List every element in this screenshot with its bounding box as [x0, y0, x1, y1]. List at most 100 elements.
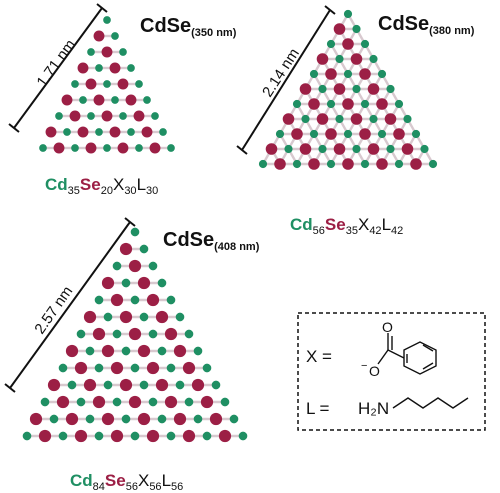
cd-atom [394, 159, 404, 169]
cd-atom [135, 144, 143, 152]
se-atom [342, 38, 354, 50]
se-atom [316, 113, 329, 125]
se-atom [92, 395, 106, 409]
se-atom [128, 259, 142, 273]
cd-atom [166, 431, 176, 441]
cluster-2-formula: Cd56Se35X42L42 [290, 215, 403, 237]
cluster-1-title-sub: (350 nm) [191, 27, 237, 39]
se-atom [137, 412, 151, 426]
cluster-2-title-sub: (380 nm) [429, 25, 475, 37]
cd-atom [130, 363, 140, 373]
se-atom [209, 412, 223, 426]
cd-atom [58, 363, 68, 373]
se-atom [101, 46, 113, 58]
formula-cd-count: 56 [313, 225, 325, 237]
cd-atom [95, 64, 103, 72]
cd-atom [148, 261, 158, 271]
se-atom [109, 62, 121, 74]
cd-atom [127, 64, 135, 72]
se-atom [119, 378, 133, 392]
cd-atom [85, 346, 95, 356]
cd-atom [39, 144, 47, 152]
cd-atom [369, 114, 378, 124]
cd-atom [71, 80, 79, 88]
se-atom [141, 126, 153, 138]
cd-atom [94, 431, 104, 441]
se-atom [74, 361, 88, 375]
cluster-3-scale-bar [4, 217, 136, 393]
carboxylate-charge: − [361, 360, 367, 372]
cd-atom [112, 397, 122, 407]
cd-atom [403, 114, 412, 124]
se-atom [173, 344, 187, 358]
cd-atom [103, 144, 111, 152]
se-atom [200, 395, 214, 409]
cluster-2-atoms [258, 9, 438, 170]
se-atom [265, 143, 278, 155]
cd-atom [135, 80, 143, 88]
cd-atom [394, 99, 404, 109]
formula-x-symbol: X [358, 215, 369, 234]
se-atom [367, 143, 380, 155]
cd-atom [121, 346, 131, 356]
formula-l-count: 30 [146, 185, 158, 197]
cd-atom [151, 112, 159, 120]
formula-se-symbol: Se [325, 215, 346, 234]
formula-se-symbol: Se [80, 175, 101, 194]
cd-atom [167, 144, 175, 152]
se-atom [77, 126, 89, 138]
se-atom [101, 344, 115, 358]
cd-atom [292, 99, 302, 109]
se-atom [164, 327, 178, 341]
se-atom [85, 142, 97, 154]
cd-atom [58, 431, 68, 441]
cluster-1-atoms [39, 16, 175, 154]
se-atom [342, 158, 354, 170]
cd-atom [193, 414, 203, 424]
cd-atom [428, 159, 438, 169]
cd-atom [184, 397, 194, 407]
formula-cd-count: 84 [93, 481, 105, 493]
formula-se-count: 20 [101, 185, 113, 197]
se-atom [333, 83, 346, 95]
cd-atom [343, 69, 353, 79]
cd-atom [175, 380, 185, 390]
se-atom [83, 378, 97, 392]
cd-atom [103, 312, 113, 322]
cluster-2-size-label: 2.14 nm [259, 45, 303, 100]
se-atom [384, 113, 397, 125]
cd-atom [238, 431, 248, 441]
se-atom [316, 53, 329, 65]
formula-se-symbol: Se [105, 471, 126, 490]
formula-cd-symbol: Cd [45, 175, 68, 194]
cd-atom [326, 159, 336, 169]
cd-atom [139, 244, 149, 254]
cd-atom [121, 414, 131, 424]
se-atom [333, 23, 346, 35]
formula-se-count: 56 [126, 481, 138, 493]
cluster-1-title: CdSe(350 nm) [140, 15, 237, 39]
cd-atom [111, 32, 119, 40]
cd-atom [166, 295, 176, 305]
cd-atom [157, 346, 167, 356]
cd-atom [112, 261, 122, 271]
se-atom [137, 276, 151, 290]
se-atom [308, 158, 320, 170]
cd-atom [360, 99, 370, 109]
cd-atom [94, 295, 104, 305]
se-atom [93, 94, 105, 106]
se-atom [110, 361, 124, 375]
cd-atom [49, 414, 59, 424]
cd-atom [284, 144, 293, 154]
cd-atom [335, 114, 344, 124]
cd-atom [127, 128, 135, 136]
cd-atom [166, 363, 176, 373]
cluster-1-group: 1.71 nm CdSe(350 nm) Cd35Se20X30L30 [8, 3, 237, 197]
se-atom [359, 68, 371, 80]
legend-l-label: L = [306, 399, 330, 418]
se-atom [117, 78, 129, 90]
se-atom [308, 98, 320, 110]
cd-atom [94, 363, 104, 373]
se-atom [56, 395, 70, 409]
cd-atom [76, 329, 86, 339]
